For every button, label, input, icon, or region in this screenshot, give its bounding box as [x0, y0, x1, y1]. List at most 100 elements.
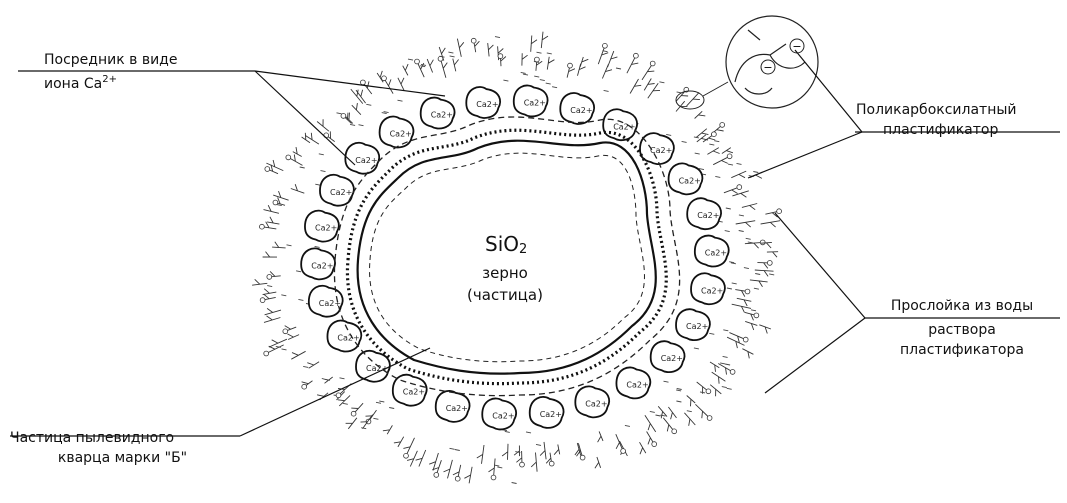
plasticizer-chain	[394, 437, 404, 447]
calcium-ion: Ca2+	[560, 93, 594, 124]
water-dash	[450, 56, 455, 57]
plasticizer-head	[580, 455, 585, 460]
water-dash	[526, 432, 531, 433]
plasticizer-head	[549, 461, 554, 466]
core-formula: SiO2	[485, 232, 527, 257]
plasticizer-head	[455, 476, 460, 481]
plasticizer-head	[760, 240, 765, 245]
grain-outline-inner	[370, 153, 645, 362]
water-dash	[450, 448, 455, 449]
water-dash	[540, 80, 545, 81]
calcium-ion: Ca2+	[616, 367, 650, 398]
plasticizer-chain	[696, 129, 708, 138]
water-dash	[656, 415, 661, 416]
water-dash	[709, 333, 714, 334]
plasticizer-head	[491, 475, 496, 480]
label-plasticizer-line1: Поликарбоксилатный	[856, 100, 1017, 120]
plasticizer-head	[361, 80, 366, 85]
calcium-ion-label: Ca2+	[355, 156, 377, 165]
water-dash	[677, 389, 682, 390]
plasticizer-head	[727, 154, 732, 159]
plasticizer-chain	[477, 445, 484, 464]
plasticizer-chain	[608, 51, 618, 67]
plasticizer-chain	[742, 204, 757, 210]
plasticizer-head	[730, 370, 735, 375]
plasticizer-head	[707, 416, 712, 421]
calcium-ion: Ca2+	[676, 309, 710, 340]
water-dash	[725, 364, 730, 365]
calcium-ion: Ca2+	[380, 116, 414, 147]
plasticizer-head	[743, 337, 748, 342]
plasticizer-chain	[441, 59, 448, 78]
calcium-ion: Ca2+	[436, 391, 470, 422]
plasticizer-chain	[269, 339, 287, 347]
water-dash	[267, 286, 272, 287]
zoom-connector	[703, 82, 728, 96]
plasticizer-head	[283, 329, 288, 334]
water-dash	[744, 268, 749, 269]
water-dash	[726, 208, 731, 209]
plasticizer-chain	[737, 298, 752, 306]
water-dash	[361, 428, 366, 429]
water-dash	[303, 366, 308, 367]
plasticizer-chain	[272, 242, 286, 248]
plasticizer-head	[621, 449, 626, 454]
plasticizer-chain	[712, 372, 726, 384]
plasticizer-head	[777, 209, 782, 214]
water-dash	[420, 66, 425, 67]
water-dash	[534, 76, 539, 77]
plasticizer-head	[720, 123, 725, 128]
label-plasticizer: Поликарбоксилатный пластификатор	[856, 100, 1017, 140]
water-dash	[384, 112, 389, 113]
plasticizer-chain	[457, 39, 463, 57]
calcium-ion-label: Ca2+	[650, 146, 672, 155]
plasticizer-chain	[595, 457, 601, 468]
plasticizer-chain	[305, 133, 319, 144]
plasticizer-chain	[687, 396, 696, 407]
plasticizer-chain	[668, 407, 676, 419]
water-dash	[376, 402, 381, 403]
plasticizer-head	[712, 132, 717, 137]
plasticizer-chain	[732, 304, 751, 312]
water-dash	[350, 124, 355, 125]
plasticizer-head	[754, 313, 759, 318]
plasticizer-chain	[273, 191, 288, 200]
plasticizer-head	[520, 462, 525, 467]
label-mediator-line1: Посредник в виде	[44, 50, 177, 70]
plasticizer-chain	[547, 57, 554, 70]
water-dash	[694, 137, 699, 138]
plasticizer-chain	[645, 415, 656, 432]
plasticizer-head	[471, 38, 476, 43]
water-dash	[448, 52, 453, 53]
calcium-ion-label: Ca2+	[390, 130, 412, 139]
plasticizer-head	[767, 261, 772, 266]
calcium-ion-label: Ca2+	[337, 334, 359, 343]
label-water-layer: Прослойка из воды раствора пластификатор…	[862, 296, 1062, 360]
plasticizer-chain	[710, 362, 719, 372]
plasticizer-chain	[522, 53, 528, 65]
water-dash	[687, 411, 692, 412]
plasticizer-chain	[750, 280, 768, 287]
water-dash	[300, 167, 305, 168]
plasticizer-chain	[759, 325, 771, 334]
water-dash	[659, 82, 664, 83]
calcium-ion: Ca2+	[669, 163, 703, 194]
calcium-ion: Ca2+	[301, 248, 335, 279]
label-plasticizer-line2: пластификатор	[856, 120, 1017, 140]
plasticizer-head	[415, 59, 420, 64]
plasticizer-chain	[630, 79, 641, 94]
calcium-ion-label: Ca2+	[311, 261, 333, 270]
plasticizer-head	[273, 200, 278, 205]
calcium-ion-label: Ca2+	[697, 211, 719, 220]
calcium-ion: Ca2+	[482, 398, 516, 429]
calcium-ion: Ca2+	[514, 85, 548, 116]
water-dash	[421, 64, 426, 65]
calcium-ion-label: Ca2+	[661, 354, 683, 363]
plasticizer-head	[434, 473, 439, 478]
water-dash	[720, 363, 725, 364]
water-dash	[625, 425, 630, 426]
plasticizer-chain	[745, 242, 763, 248]
water-dash	[537, 52, 542, 53]
water-dash	[728, 164, 733, 165]
plasticizer-chain	[761, 221, 781, 227]
